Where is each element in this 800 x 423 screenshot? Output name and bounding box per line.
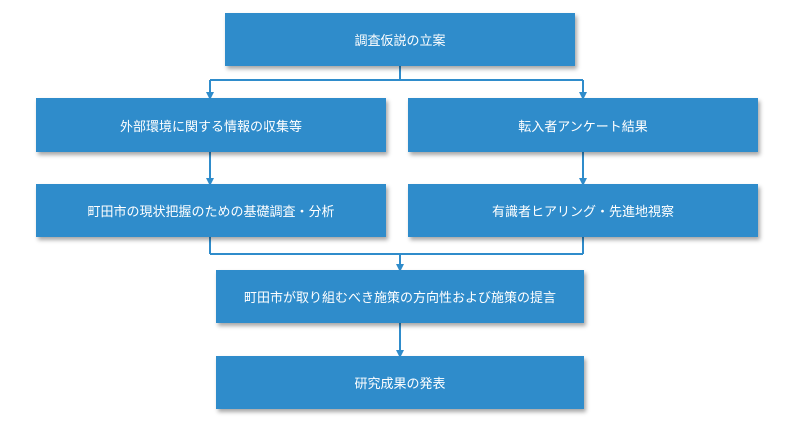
node-basic-survey-analysis: 町田市の現状把握のための基礎調査・分析 — [36, 184, 386, 237]
node-external-info-collection: 外部環境に関する情報の収集等 — [36, 98, 386, 152]
node-hypothesis-planning: 調査仮説の立案 — [225, 13, 575, 66]
node-expert-hearing-site-visit: 有識者ヒアリング・先進地視察 — [408, 184, 758, 237]
node-policy-direction-proposal: 町田市が取り組むべき施策の方向性および施策の提言 — [216, 270, 584, 323]
node-research-results-presentation: 研究成果の発表 — [216, 356, 584, 409]
node-newcomer-survey-results: 転入者アンケート結果 — [408, 98, 758, 152]
